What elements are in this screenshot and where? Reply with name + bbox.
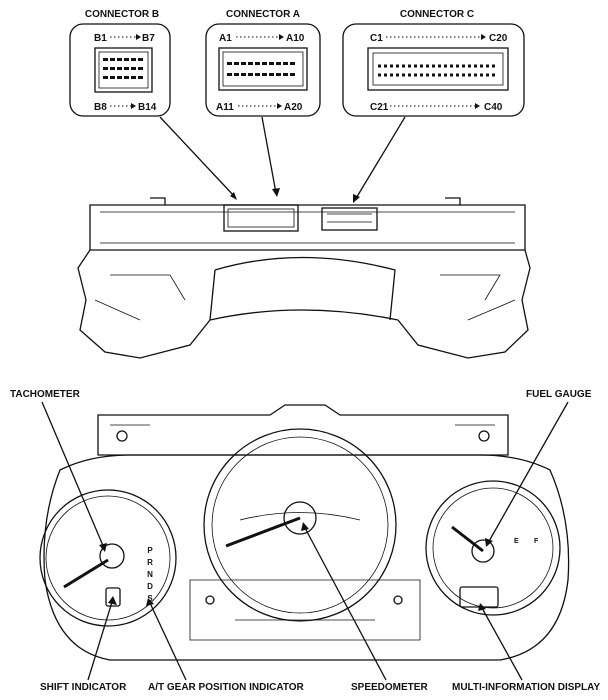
rear-connector-c-socket — [321, 207, 378, 231]
connector-b-pins — [103, 58, 143, 79]
connector-c-pin-c20: C20 — [489, 33, 508, 44]
fuel-gauge-dial — [425, 480, 561, 616]
multi-information-display-label: MULTI-INFORMATION DISPLAY — [452, 682, 600, 693]
speedometer-hub — [283, 501, 317, 535]
tachometer-label: TACHOMETER — [10, 389, 81, 400]
fuel-mark-f: F — [534, 538, 539, 545]
fuel-gauge-hub — [471, 539, 495, 563]
speedometer-needle — [225, 516, 301, 548]
fuel-mark-e: E — [514, 538, 519, 545]
connector-a-title: CONNECTOR A — [226, 9, 300, 20]
gear-letter-r: R — [147, 558, 153, 567]
rear-connector-a-socket — [223, 204, 299, 232]
gear-letter-p: P — [147, 546, 153, 555]
connector-c-pin-c40: C40 — [484, 102, 503, 113]
connector-c-housing — [367, 47, 509, 91]
connector-c-title: CONNECTOR C — [400, 9, 474, 20]
connector-b-pin-b14: B14 — [138, 102, 157, 113]
gear-position-letters: P R N D S — [147, 546, 153, 603]
multi-information-display-window — [459, 586, 499, 608]
speedometer-label: SPEEDOMETER — [351, 682, 428, 693]
connector-a-housing — [218, 47, 308, 91]
connector-a-pin-a11: A11 — [216, 102, 234, 113]
connector-b-pin-b1: B1 — [94, 33, 107, 44]
connector-c-pin-c1: C1 — [370, 33, 383, 44]
shift-indicator-label: SHIFT INDICATOR — [40, 682, 127, 693]
gauge-cluster-front: P R N D S E F — [39, 404, 570, 661]
tachometer-dial — [39, 489, 177, 627]
fuel-gauge-needle — [451, 525, 484, 553]
shift-indicator-window — [105, 587, 121, 607]
connector-a-leader — [261, 116, 277, 194]
gear-letter-n: N — [147, 570, 153, 579]
connector-b-housing — [94, 47, 153, 93]
connector-b-pin-b8: B8 — [94, 102, 107, 113]
gauge-rear-housing — [77, 197, 531, 359]
connector-a-frame — [205, 23, 321, 117]
connector-c-pins — [378, 64, 498, 77]
tachometer-needle — [63, 558, 109, 589]
speedometer-dial — [203, 428, 397, 622]
connector-a-pin-a1: A1 — [219, 33, 232, 44]
connector-b-pin-b7: B7 — [142, 33, 155, 44]
connector-b-frame — [69, 23, 171, 117]
gear-letter-d: D — [147, 582, 153, 591]
fuel-gauge-label: FUEL GAUGE — [526, 389, 592, 400]
connector-b-leader — [159, 116, 236, 198]
connector-c-frame — [342, 23, 525, 117]
connector-c: CONNECTOR C C1 C20 C21 C40 — [342, 9, 525, 117]
gear-letter-s: S — [147, 594, 153, 603]
connector-a: CONNECTOR A A1 A10 A11 A20 — [205, 9, 321, 117]
connector-a-pin-a10: A10 — [286, 33, 305, 44]
tachometer-hub — [99, 543, 125, 569]
connector-a-pin-a20: A20 — [284, 102, 303, 113]
connector-a-pins — [227, 62, 295, 76]
gear-position-indicator-label: A/T GEAR POSITION INDICATOR — [148, 682, 305, 693]
connector-b: CONNECTOR B B1 B7 B8 B14 — [69, 9, 171, 117]
connector-c-leader — [354, 116, 406, 201]
connector-b-title: CONNECTOR B — [85, 9, 159, 20]
connector-c-pin-c21: C21 — [370, 102, 389, 113]
